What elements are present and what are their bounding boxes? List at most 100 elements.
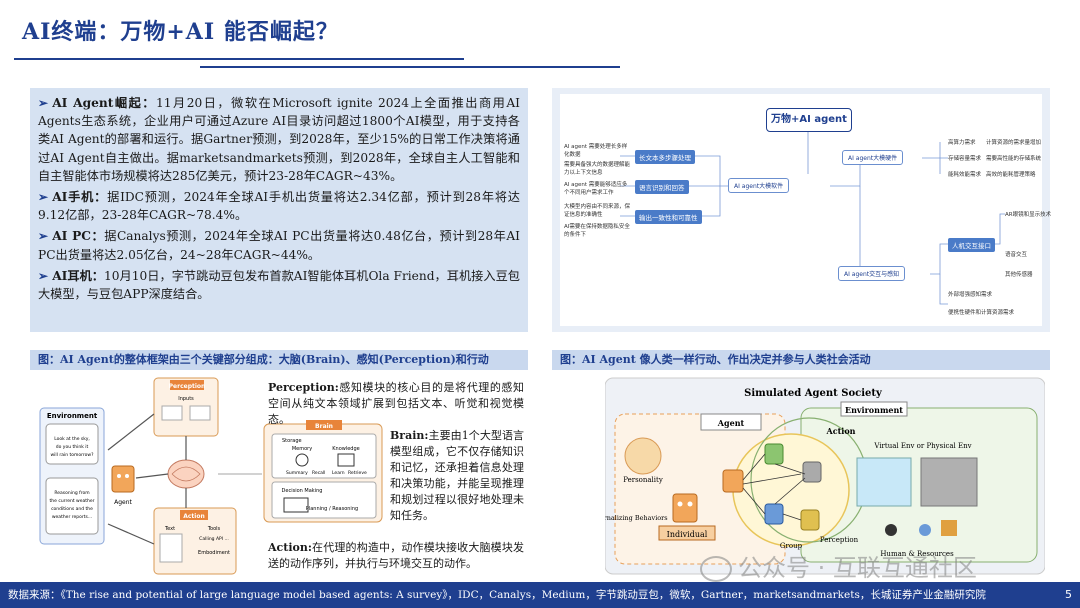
mindmap-leaf: 语音交互 bbox=[1005, 252, 1028, 258]
desc-text: 主要由1个大型语言模型组成，它不仅存储知识和记忆，还承担着信息处理和决策功能，并… bbox=[390, 429, 524, 522]
decision-label: Decision Making bbox=[282, 488, 323, 494]
arrow-icon: ➢ bbox=[38, 229, 49, 244]
environment-label: Environment bbox=[845, 405, 903, 415]
brain-inset: Brain Storage Memory Knowledge Summary R… bbox=[262, 418, 386, 526]
action-description: Action:在代理的构造中，动作模块接收大脑模块发送的动作序列，并执行与环境交… bbox=[268, 540, 524, 572]
bullet-lead: AI耳机： bbox=[52, 268, 105, 283]
tools-label: Tools bbox=[207, 526, 221, 532]
agent-box-label: Agent bbox=[717, 418, 745, 428]
bullet-text: 10月10日，字节跳动豆包发布首款AI智能体耳机Ola Friend，耳机接入豆… bbox=[38, 268, 520, 302]
mindmap-note: 大模型内容由不同来源，保证信息的准确性 bbox=[564, 204, 631, 218]
mindmap-leaf: AR眼镜和显示技术 bbox=[1005, 212, 1052, 218]
svg-text:do you think it: do you think it bbox=[56, 444, 89, 450]
bullet-ai-phone: ➢AI手机：据IDC预测，2024年全球AI手机出货量将达2.34亿部，预计到2… bbox=[38, 188, 520, 224]
bullet-ai-pc: ➢AI PC：据Canalys预测，2024年全球AI PC出货量将达0.48亿… bbox=[38, 227, 520, 263]
agent-label: Agent bbox=[114, 499, 132, 506]
svg-text:Look at the sky,: Look at the sky, bbox=[54, 436, 90, 442]
bullet-lead: AI手机： bbox=[52, 190, 108, 205]
society-title: Simulated Agent Society bbox=[744, 388, 883, 399]
text-label: Text bbox=[164, 526, 175, 532]
bullet-ai-agent: ➢AI Agent崛起：11月20日，微软在Microsoft ignite 2… bbox=[38, 94, 520, 185]
svg-text:the current weather: the current weather bbox=[50, 498, 95, 504]
page-number: 5 bbox=[1065, 588, 1072, 601]
arrow-icon: ➢ bbox=[38, 190, 49, 205]
mindmap-leaf: 外部增强感知需求 bbox=[948, 292, 993, 298]
mindmap-note: 计算资源的需求量增加 bbox=[986, 140, 1042, 146]
desc-lead: Brain: bbox=[390, 429, 429, 442]
mindmap-sub-hci: 人机交互接口 bbox=[948, 238, 995, 252]
bullet-text: 11月20日，微软在Microsoft ignite 2024上全面推出商用AI… bbox=[38, 96, 520, 183]
mindmap-branch-interaction: AI agent交互与感知 bbox=[838, 266, 906, 281]
desc-text: 感知模块的核心目的是将代理的感知空间从纯文本领域扩展到包括文本、听觉和视觉模态。 bbox=[268, 381, 524, 426]
env-label: Environment bbox=[47, 412, 98, 420]
mindmap-leaf: 便携性硬件和计算资源需求 bbox=[948, 310, 1015, 316]
brain-description: Brain:主要由1个大型语言模型组成，它不仅存储知识和记忆，还承担着信息处理和… bbox=[390, 428, 524, 524]
svg-text:weather reports...: weather reports... bbox=[52, 514, 92, 520]
agent-society-figure: Simulated Agent Society Agent Environmen… bbox=[590, 374, 1046, 578]
agent-framework-figure: Environment Look at the sky, do you thin… bbox=[36, 374, 262, 578]
embodiment-label: Embodiment bbox=[198, 550, 230, 556]
page-title: AI终端：万物+AI 能否崛起？ bbox=[22, 19, 339, 45]
desc-lead: Perception: bbox=[268, 381, 339, 394]
recall-label: Recall bbox=[312, 470, 325, 476]
mindmap-note: AI需要在保持数据隐私安全的条件下 bbox=[564, 224, 630, 238]
mindmap-branch-hardware: AI agent大模硬件 bbox=[842, 150, 904, 165]
footer-source: 数据来源：《The rise and potential of large la… bbox=[0, 582, 1080, 608]
personality-label: Personality bbox=[623, 476, 663, 484]
arrow-icon: ➢ bbox=[38, 96, 49, 110]
brain-label: Brain bbox=[315, 423, 333, 430]
perception-label: Perception bbox=[169, 383, 206, 390]
individual-label: Individual bbox=[667, 530, 708, 539]
group-label: Group bbox=[780, 542, 803, 550]
memory-label: Memory bbox=[292, 446, 312, 452]
action-label: Action bbox=[183, 513, 205, 520]
action-label: Action bbox=[826, 426, 856, 436]
knowledge-label: Knowledge bbox=[332, 446, 360, 452]
bullet-lead: AI PC： bbox=[52, 229, 105, 244]
title-rule-secondary bbox=[200, 66, 620, 68]
perception-description: Perception:感知模块的核心目的是将代理的感知空间从纯文本领域扩展到包括… bbox=[268, 380, 524, 428]
mindmap-canvas: 万物+AI agent AI agent大模软件 长文本多步骤处理 语言识别和回… bbox=[560, 94, 1051, 326]
brain-diagram: Brain Storage Memory Knowledge Summary R… bbox=[263, 420, 383, 523]
mindmap-note: 需要具备强大的数据理解能力以上下文信息 bbox=[564, 162, 631, 176]
agent-framework-diagram: Environment Look at the sky, do you thin… bbox=[36, 374, 262, 578]
mindmap-left-box: 长文本多步骤处理 bbox=[635, 150, 695, 164]
mindmap-note: AI agent 需要能够适应多个不同用户需求工作 bbox=[564, 182, 628, 196]
learn-label: Learn bbox=[332, 470, 345, 476]
storage-label: Storage bbox=[282, 438, 302, 444]
wechat-icon bbox=[700, 556, 732, 582]
mindmap-note: 高效的能耗管理策略 bbox=[986, 172, 1036, 178]
human-resources-label: Human & Resources bbox=[880, 550, 954, 558]
mindmap-panel: 万物+AI agent AI agent大模软件 长文本多步骤处理 语言识别和回… bbox=[552, 88, 1051, 332]
title-rule bbox=[14, 58, 464, 60]
planning-label: Planning / Reasoning bbox=[306, 506, 358, 512]
bullet-panel: ➢AI Agent崛起：11月20日，微软在Microsoft ignite 2… bbox=[30, 88, 528, 332]
internalizing-label: Internalizing Behaviors bbox=[605, 514, 668, 522]
arrow-icon: ➢ bbox=[38, 268, 49, 283]
desc-lead: Action: bbox=[268, 541, 312, 554]
bullet-text: 据IDC预测，2024年全球AI手机出货量将达2.34亿部，预计到28年将达9.… bbox=[38, 190, 520, 223]
calling-label: Calling API ... bbox=[199, 536, 229, 542]
summary-label: Summary bbox=[286, 470, 308, 476]
mindmap-leaf: 高算力需求 bbox=[948, 140, 976, 146]
bullet-text: 据Canalys预测，2024年全球AI PC出货量将达0.48亿台，预计到28… bbox=[38, 229, 520, 262]
mindmap-leaf: 能耗效能需求 bbox=[948, 172, 982, 178]
svg-text:conditions and the: conditions and the bbox=[51, 506, 93, 512]
watermark-text: 公众号 · 互联互通社区 bbox=[738, 554, 977, 582]
figure-caption-left: 图：AI Agent的整体框架由三个关键部分组成：大脑(Brain)、感知(Pe… bbox=[30, 350, 528, 386]
svg-text:will rain tomorrow?: will rain tomorrow? bbox=[50, 452, 94, 458]
svg-text:Reasoning from: Reasoning from bbox=[54, 490, 89, 496]
watermark: 公众号 · 互联互通社区 bbox=[700, 548, 977, 583]
retrieve-label: Retrieve bbox=[348, 470, 367, 476]
mindmap-left-box: 输出一致性和可靠性 bbox=[635, 210, 702, 224]
mindmap-note: AI agent 需要处理长多样化数据 bbox=[564, 144, 628, 158]
env-types-label: Virtual Env or Physical Env bbox=[873, 442, 971, 450]
mindmap-leaf: 存储容量需求 bbox=[948, 156, 982, 162]
mindmap-left-box: 语言识别和回答 bbox=[635, 180, 689, 194]
inputs-label: Inputs bbox=[178, 396, 194, 402]
desc-text: 在代理的构造中，动作模块接收大脑模块发送的动作序列，并执行与环境交互的动作。 bbox=[268, 541, 524, 570]
bullet-lead: AI Agent崛起： bbox=[52, 96, 156, 110]
mindmap-hub: AI agent大模软件 bbox=[728, 178, 790, 193]
mindmap-root: 万物+AI agent bbox=[766, 108, 852, 132]
bullet-ai-earphone: ➢AI耳机：10月10日，字节跳动豆包发布首款AI智能体耳机Ola Friend… bbox=[38, 267, 520, 303]
